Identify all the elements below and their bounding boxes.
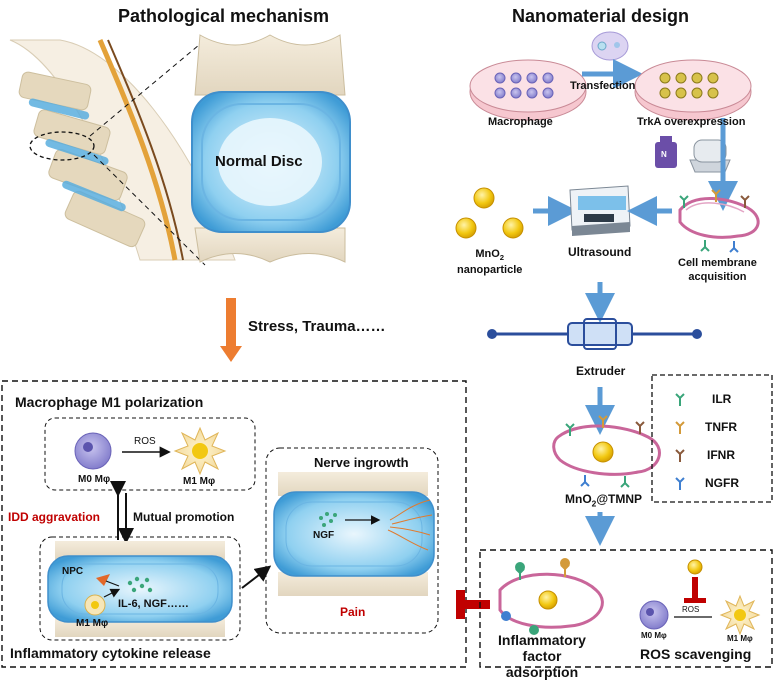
idd-aggravation-label: IDD aggravation	[8, 510, 101, 524]
mno2-prefix: MnO	[475, 248, 500, 260]
ros-label: ROS	[134, 436, 156, 447]
legend-box	[651, 374, 773, 503]
tmnp-label: MnO2@TMNP	[565, 492, 642, 508]
membrane-line2: acquisition	[688, 271, 747, 283]
tmnp-sub: 2	[591, 498, 597, 509]
plasmid-icon	[591, 31, 629, 61]
m1-polarization-title: Macrophage M1 polarization	[15, 394, 204, 410]
legend-ifnr: IFNR	[707, 448, 735, 462]
tmnp-suffix: @TMNP	[596, 492, 643, 506]
adsorption-line1: Inflammatory	[498, 632, 586, 648]
extruder-icon	[487, 318, 702, 350]
extruder-label: Extruder	[576, 364, 626, 378]
therapy-m1-label: M1 Mφ	[727, 634, 753, 643]
normal-disc-closeup	[191, 34, 351, 263]
trigger-label: Stress, Trauma……	[248, 318, 386, 335]
m0-macrophage-icon	[74, 432, 112, 470]
therapy-ros-label: ROS	[682, 605, 700, 614]
nerve-ingrowth-title: Nerve ingrowth	[314, 455, 409, 470]
ngf-label: NGF	[313, 530, 335, 541]
cytokine-disc-box	[39, 536, 241, 641]
nerve-ingrowth-box	[265, 447, 439, 634]
inhibit-bar-vertical	[456, 590, 465, 619]
cytokine-dots	[127, 576, 153, 593]
m1-macrophage-icon	[173, 426, 227, 476]
tmnp-icon	[552, 415, 661, 488]
inhibit-bar-horizontal	[460, 600, 490, 609]
adsorption-icon	[498, 558, 604, 635]
cell-membrane-icon	[678, 189, 760, 253]
cytokine-release-title: Inflammatory cytokine release	[10, 645, 211, 661]
nanoparticle-word: nanoparticle	[457, 264, 523, 277]
m1-disc-label: M1 Mφ	[76, 618, 109, 629]
right-section-title: Nanomaterial design	[512, 6, 690, 26]
spine-illustration	[9, 39, 236, 266]
macrophage-label: Macrophage	[488, 116, 553, 128]
trigger-arrow-head	[220, 346, 242, 362]
pain-label: Pain	[340, 605, 366, 619]
mutual-promotion-label: Mutual promotion	[133, 510, 235, 524]
centrifuge-icon	[689, 139, 731, 173]
adsorption-label: Inflammatory factor adsorption	[487, 632, 597, 680]
membrane-label: Cell membrane acquisition	[678, 256, 757, 284]
legend-ilr: ILR	[712, 392, 732, 406]
therapy-box	[479, 549, 773, 668]
trka-label: TrkA overexpression	[637, 116, 746, 128]
mno2-nanoparticles	[455, 187, 524, 239]
nitrogen-tank-icon	[655, 136, 677, 168]
trigger-arrow-shaft	[226, 298, 236, 348]
therapy-m0-label: M0 Mφ	[641, 631, 667, 640]
tmnp-prefix: MnO	[565, 492, 592, 506]
nerve-fibers	[387, 499, 433, 551]
ros-scavenging-label: ROS scavenging	[640, 646, 752, 662]
legend-tnfr: TNFR	[705, 420, 737, 434]
legend-icons	[675, 393, 685, 490]
left-section-title: Pathological mechanism	[118, 6, 330, 26]
mno2-sub: 2	[499, 253, 505, 263]
membrane-line1: Cell membrane	[678, 257, 757, 269]
cytokines-label: IL-6, NGF……	[118, 598, 189, 610]
ultrasound-bath-icon	[569, 185, 631, 236]
transfection-label: Transfection	[570, 80, 636, 92]
pathology-box	[1, 380, 467, 668]
legend-ngfr: NGFR	[705, 476, 739, 490]
ros-scavenging-icon	[639, 559, 761, 636]
m1-label: M1 Mφ	[183, 476, 216, 487]
npc-label: NPC	[62, 566, 84, 577]
n2-label: N	[661, 150, 667, 159]
nerve-disc	[273, 472, 435, 596]
npc-cell-icon	[96, 574, 110, 586]
trka-dish	[634, 59, 752, 121]
nanoparticle-label: MnO2 nanoparticle	[457, 248, 522, 277]
macrophage-dish	[469, 59, 587, 121]
m0-label: M0 Mφ	[78, 474, 111, 485]
normal-disc-label: Normal Disc	[215, 153, 303, 170]
ultrasound-label: Ultrasound	[568, 245, 632, 259]
adsorption-line2: factor adsorption	[505, 648, 579, 680]
m1-polarization-box	[44, 417, 256, 491]
